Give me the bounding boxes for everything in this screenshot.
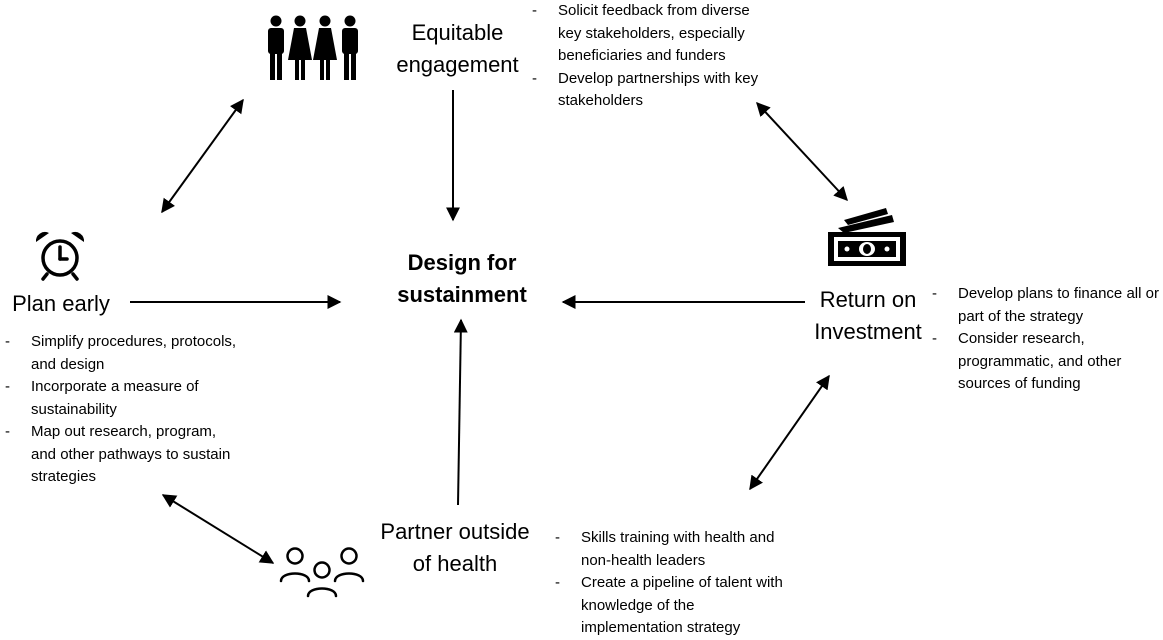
node-plan-line1: Plan early	[12, 291, 110, 316]
node-plan-label: Plan early	[0, 288, 122, 320]
plan-bullet-3: Map out research, program, and other pat…	[5, 421, 243, 489]
node-engagement-line2: engagement	[396, 52, 519, 77]
node-roi-label: Return on Investment	[798, 284, 938, 348]
center-title-line1: Design for	[407, 250, 517, 275]
plan-bullet-1: Simplify procedures, protocols, and desi…	[5, 331, 243, 376]
money-bills-icon	[826, 206, 908, 273]
alarm-clock-icon	[33, 230, 87, 287]
plan-bullets: Simplify procedures, protocols, and desi…	[5, 331, 243, 489]
node-engagement-line1: Equitable	[411, 20, 504, 45]
roi-bullet-1: Develop plans to finance all or part of …	[932, 283, 1162, 328]
roi-bullet-2: Consider research, programmatic, and oth…	[932, 328, 1162, 396]
node-partner-line2: of health	[412, 551, 498, 576]
team-icon	[279, 545, 367, 606]
partner-bullet-2: Create a pipeline of talent with knowled…	[555, 572, 785, 640]
arrow-plan-engagement	[161, 98, 244, 214]
arrow-partner-to-center	[453, 318, 468, 506]
engagement-bullet-2: Develop partnerships with key stakeholde…	[532, 68, 772, 113]
arrow-plan-partner	[161, 494, 275, 564]
node-roi-line1: Return on	[819, 287, 917, 312]
node-engagement-label: Equitable engagement	[385, 17, 530, 81]
roi-bullets: Develop plans to finance all or part of …	[932, 283, 1162, 396]
node-partner-label: Partner outside of health	[370, 516, 540, 580]
engagement-bullets: Solicit feedback from diverse key stakeh…	[532, 0, 772, 113]
center-title: Design for sustainment	[372, 247, 552, 311]
arrow-engagement-roi	[756, 101, 848, 202]
people-group-icon	[264, 14, 364, 87]
arrow-partner-roi	[749, 374, 830, 491]
node-roi-line2: Investment	[814, 319, 922, 344]
engagement-bullet-1: Solicit feedback from diverse key stakeh…	[532, 0, 772, 68]
partner-bullet-1: Skills training with health and non-heal…	[555, 527, 785, 572]
plan-bullet-2: Incorporate a measure of sustainability	[5, 376, 243, 421]
center-title-line2: sustainment	[397, 282, 527, 307]
partner-bullets: Skills training with health and non-heal…	[555, 527, 785, 640]
node-partner-line1: Partner outside	[380, 519, 530, 544]
